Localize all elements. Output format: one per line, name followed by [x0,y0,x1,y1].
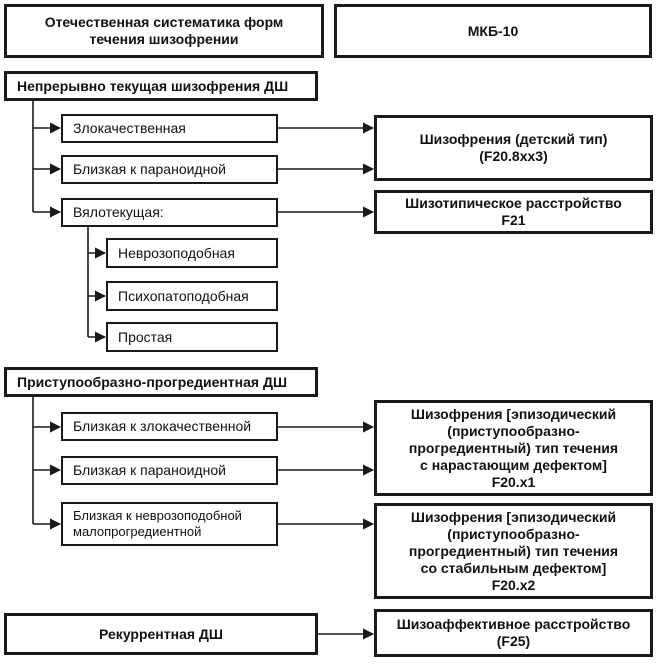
icd-f20-x1: Шизофрения [эпизодический (приступообраз… [374,400,653,496]
icd-f20-x2: Шизофрения [эпизодический (приступообраз… [374,503,653,599]
subtype-malignant: Злокачественная [61,114,278,143]
subtype-sluggish: Вялотекущая: [61,198,278,227]
header-domestic-classification: Отечественная систематика форм течения ш… [4,4,324,58]
subtype2-neurosis-like-low-progressive: Близкая к неврозоподобной малопрогредиен… [61,502,278,546]
group-recurrent-title: Рекуррентная ДШ [4,613,318,655]
header-icd10: МКБ-10 [334,4,652,58]
subtype2-paranoid-like: Близкая к параноидной [61,456,278,485]
icd-f21: Шизотипическое расстройство F21 [374,190,653,234]
subsubtype-neurosis-like: Неврозоподобная [106,238,278,268]
subsubtype-simple: Простая [106,322,278,352]
subtype2-malignant-like: Близкая к злокачественной [61,412,278,441]
subtype-paranoid-like: Близкая к параноидной [61,155,278,184]
subsubtype-psychopath-like: Психопатоподобная [106,281,278,311]
group-attack-progressive-title: Приступообразно-прогредиентная ДШ [4,367,318,397]
icd-f20-8xx3: Шизофрения (детский тип) (F20.8хх3) [374,115,653,181]
icd-f25: Шизоаффективное расстройство (F25) [374,609,653,657]
group-continuous-title: Непрерывно текущая шизофрения ДШ [4,71,318,101]
